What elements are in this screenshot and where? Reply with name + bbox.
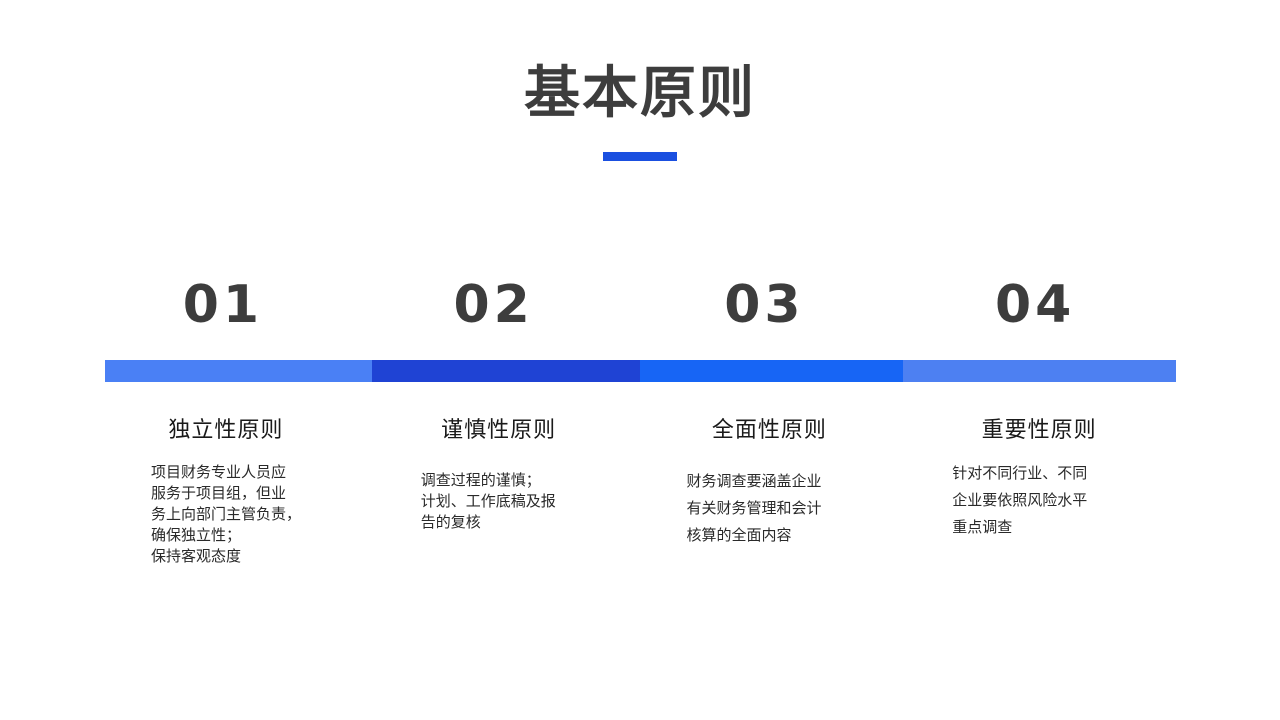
progress-segment-03 — [639, 360, 903, 382]
step-heading: 谨慎性原则 — [441, 418, 557, 443]
title-block: 基本原则 — [0, 60, 1280, 161]
step-progress-bar — [105, 360, 1176, 382]
step-number-04: 04 — [908, 276, 1176, 334]
step-number-label: 01 — [182, 275, 264, 335]
progress-segment-04 — [902, 360, 1176, 382]
step-heading: 独立性原则 — [168, 418, 284, 443]
step-number-02: 02 — [373, 276, 641, 334]
step-number-label: 02 — [453, 275, 534, 335]
step-body-text: 项目财务专业人员应 服务于项目组，但业 务上向部门主管负责， 确保独立性； 保持… — [151, 463, 302, 565]
step-number-label: 03 — [724, 275, 805, 335]
step-column-04: 重要性原则 针对不同行业、不同 企业要依照风险水平 重点调查 — [908, 418, 1176, 567]
step-heading: 全面性原则 — [711, 418, 827, 443]
step-number-label: 04 — [994, 275, 1076, 335]
step-column-01: 独立性原则 项目财务专业人员应 服务于项目组，但业 务上向部门主管负责， 确保独… — [105, 418, 373, 567]
step-body-text: 调查过程的谨慎； 计划、工作底稿及报 告的复核 — [420, 471, 556, 531]
page-title: 基本原则 — [524, 61, 756, 126]
step-number-03: 03 — [641, 276, 909, 334]
step-body-text: 针对不同行业、不同 企业要依照风险水平 重点调查 — [952, 464, 1088, 536]
step-column-02: 谨慎性原则 调查过程的谨慎； 计划、工作底稿及报 告的复核 — [373, 418, 641, 567]
step-body-text: 财务调查要涵盖企业 有关财务管理和会计 核算的全面内容 — [686, 472, 822, 544]
step-numbers-row: 01 02 03 04 — [105, 276, 1176, 334]
step-heading: 重要性原则 — [981, 418, 1097, 443]
step-column-03: 全面性原则 财务调查要涵盖企业 有关财务管理和会计 核算的全面内容 — [641, 418, 909, 567]
progress-segment-01 — [105, 360, 372, 382]
progress-segment-02 — [372, 360, 640, 382]
step-number-01: 01 — [105, 276, 373, 334]
title-underline-rule — [603, 152, 677, 161]
step-content-columns: 独立性原则 项目财务专业人员应 服务于项目组，但业 务上向部门主管负责， 确保独… — [105, 418, 1176, 567]
